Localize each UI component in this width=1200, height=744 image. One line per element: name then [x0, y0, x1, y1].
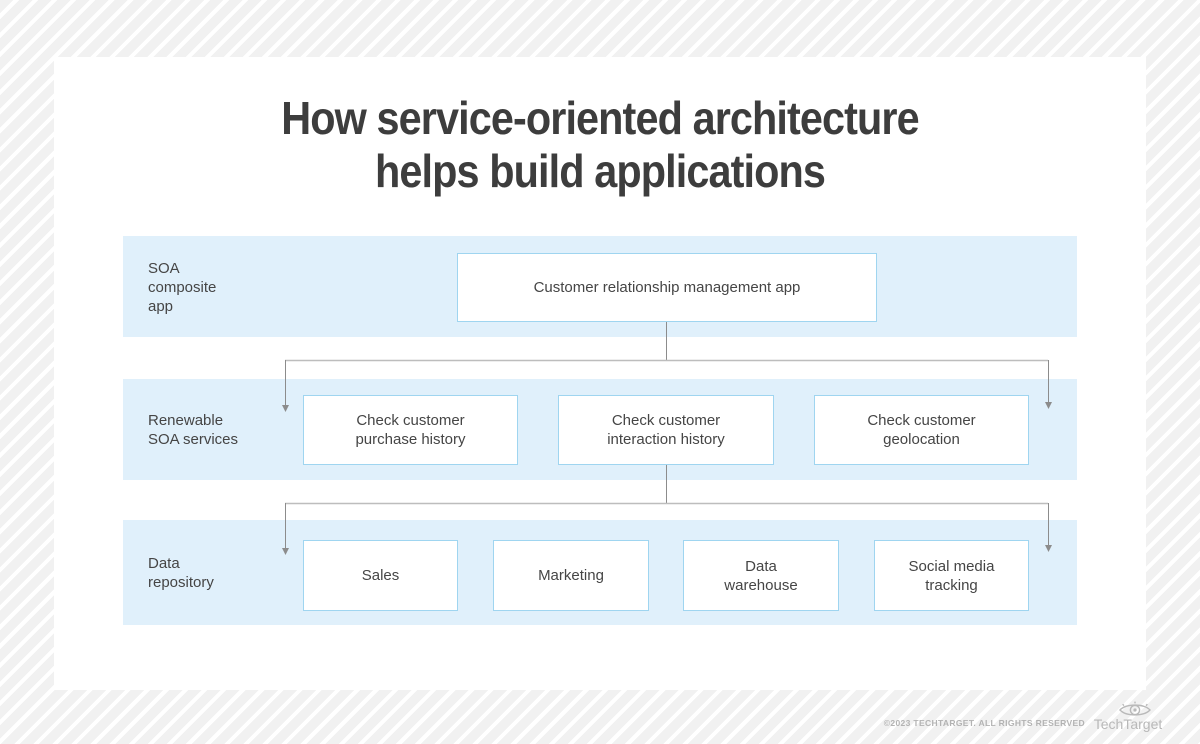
- techtarget-wordmark: TechTarget: [1094, 716, 1162, 732]
- node-sales: Sales: [303, 540, 458, 611]
- node-text-line: purchase history: [355, 431, 466, 448]
- node-text-line: Social media: [908, 557, 995, 575]
- node-text-line: Customer relationship management app: [533, 279, 801, 296]
- node-crm-app: Customer relationship management app: [457, 253, 877, 322]
- band-label-soa-composite-app: SOA composite app: [148, 259, 216, 316]
- node-text-line: Marketing: [538, 567, 604, 584]
- band-label-data-repository: Data repository: [148, 554, 214, 592]
- node-check-interaction-history: Check customer interaction history: [558, 395, 774, 465]
- band-label-line: SOA services: [148, 431, 239, 448]
- eye-icon: [1119, 701, 1151, 716]
- node-marketing: Marketing: [493, 540, 649, 611]
- node-text-line: Data: [745, 557, 777, 575]
- node-text-line: geolocation: [883, 431, 960, 448]
- node-text-line: Check customer: [611, 412, 721, 429]
- node-text-line: Check customer: [356, 412, 465, 429]
- band-label-line: composite: [148, 279, 217, 296]
- node-text-line: Sales: [361, 567, 400, 584]
- page-title: How service-oriented architecture helps …: [60, 92, 1140, 198]
- node-text-line: Check customer: [867, 412, 976, 429]
- node-data-warehouse: Data warehouse: [683, 540, 839, 611]
- band-label-line: Renewable: [148, 412, 224, 429]
- band-label-line: Data: [148, 555, 180, 572]
- node-check-purchase-history: Check customer purchase history: [303, 395, 518, 465]
- techtarget-logo: TechTarget: [1094, 701, 1162, 732]
- page-title-line2: helps build applications: [375, 145, 826, 197]
- node-text-line: warehouse: [724, 576, 798, 594]
- node-check-geolocation: Check customer geolocation: [814, 395, 1029, 465]
- footer: ©2023 TECHTARGET. ALL RIGHTS RESERVED Te…: [884, 700, 1162, 736]
- band-label-line: app: [148, 298, 174, 315]
- node-social-media-tracking: Social media tracking: [874, 540, 1029, 611]
- band-label-line: SOA: [148, 260, 180, 277]
- node-text-line: tracking: [925, 576, 978, 594]
- band-label-renewable-soa-services: Renewable SOA services: [148, 411, 238, 449]
- page-title-line1: How service-oriented architecture: [281, 92, 919, 144]
- node-text-line: interaction history: [607, 431, 725, 448]
- copyright-text: ©2023 TECHTARGET. ALL RIGHTS RESERVED: [883, 718, 1085, 728]
- band-label-line: repository: [148, 574, 214, 591]
